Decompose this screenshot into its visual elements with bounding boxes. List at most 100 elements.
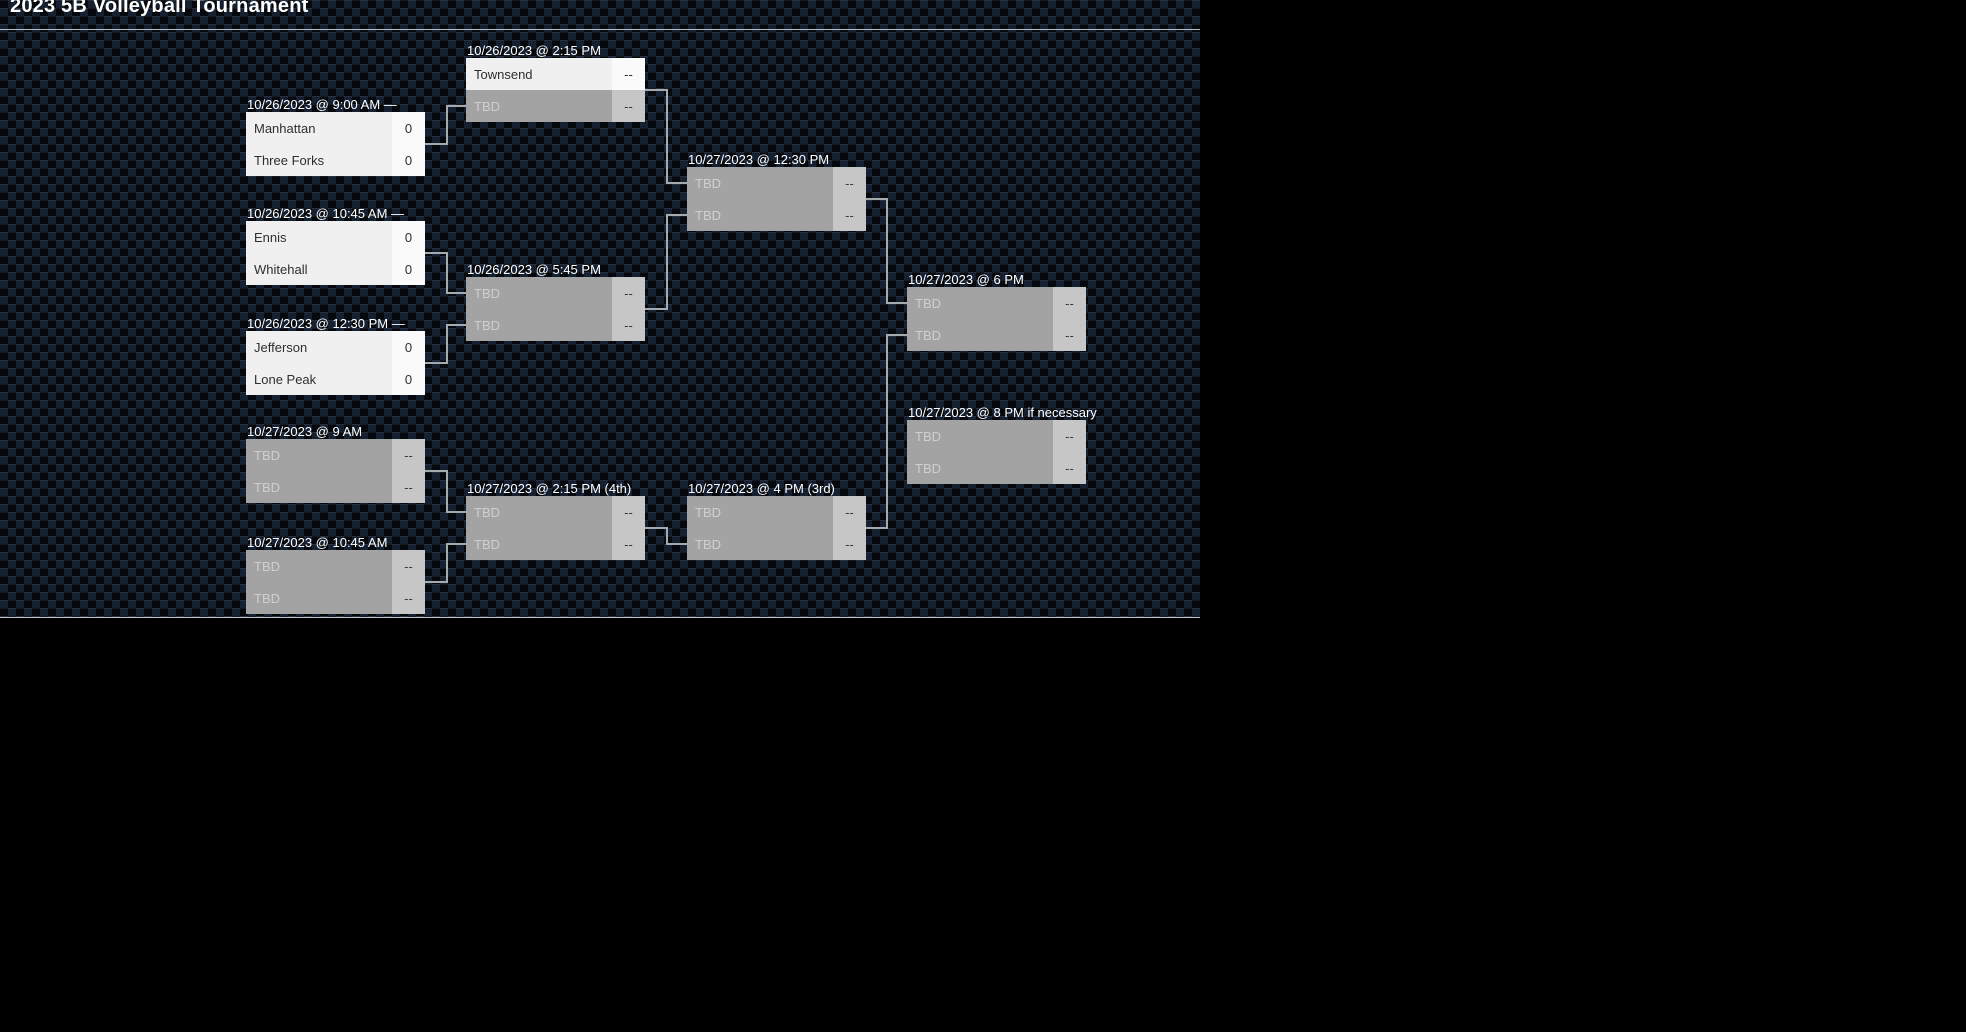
team-row: Manhattan 0: [246, 112, 425, 144]
team-row: TBD --: [907, 420, 1086, 452]
team-row: TBD --: [687, 528, 866, 560]
match-card: 10/27/2023 @ 10:45 AM TBD -- TBD --: [246, 536, 425, 614]
team-name: TBD: [907, 452, 1053, 484]
match-card: 10/27/2023 @ 4 PM (3rd) TBD -- TBD --: [687, 482, 866, 560]
team-row: Whitehall 0: [246, 253, 425, 285]
match-time-label: 10/26/2023 @ 5:45 PM: [467, 262, 601, 277]
team-row: Jefferson 0: [246, 331, 425, 363]
team-score: --: [1053, 420, 1086, 452]
team-name: TBD: [466, 528, 612, 560]
team-row: Lone Peak 0: [246, 363, 425, 395]
team-name: TBD: [246, 471, 392, 503]
team-score: 0: [392, 331, 425, 363]
team-name: TBD: [466, 309, 612, 341]
team-score: 0: [392, 144, 425, 176]
match-card: 10/27/2023 @ 12:30 PM TBD -- TBD --: [687, 153, 866, 231]
team-score: --: [612, 309, 645, 341]
team-row: TBD --: [466, 496, 645, 528]
team-score: --: [833, 199, 866, 231]
team-name: TBD: [687, 199, 833, 231]
match-box: TBD -- TBD --: [907, 420, 1086, 484]
match-box: TBD -- TBD --: [246, 550, 425, 614]
team-name: Townsend: [466, 58, 612, 90]
team-name: TBD: [466, 277, 612, 309]
match-time-label: 10/27/2023 @ 2:15 PM (4th): [467, 481, 632, 496]
match-box: Manhattan 0 Three Forks 0: [246, 112, 425, 176]
team-score: 0: [392, 253, 425, 285]
match-card: 10/26/2023 @ 2:15 PM Townsend -- TBD --: [466, 44, 645, 122]
team-name: TBD: [687, 528, 833, 560]
team-score: --: [833, 528, 866, 560]
team-score: --: [833, 496, 866, 528]
team-name: TBD: [687, 167, 833, 199]
match-time-label: 10/26/2023 @ 10:45 AM —: [247, 206, 405, 221]
team-name: Lone Peak: [246, 363, 392, 395]
match-box: TBD -- TBD --: [687, 167, 866, 231]
team-name: TBD: [246, 439, 392, 471]
team-name: TBD: [687, 496, 833, 528]
team-name: TBD: [907, 420, 1053, 452]
team-score: --: [612, 528, 645, 560]
team-score: --: [833, 167, 866, 199]
team-name: Ennis: [246, 221, 392, 253]
team-score: --: [1053, 452, 1086, 484]
team-score: --: [392, 471, 425, 503]
team-name: Three Forks: [246, 144, 392, 176]
team-row: TBD --: [246, 582, 425, 614]
match-card: 10/27/2023 @ 2:15 PM (4th) TBD -- TBD --: [466, 482, 645, 560]
match-box: Ennis 0 Whitehall 0: [246, 221, 425, 285]
team-name: TBD: [907, 287, 1053, 319]
match-card: 10/27/2023 @ 8 PM if necessary TBD -- TB…: [907, 406, 1097, 484]
team-name: TBD: [246, 550, 392, 582]
team-score: --: [392, 550, 425, 582]
team-name: Jefferson: [246, 331, 392, 363]
match-box: Jefferson 0 Lone Peak 0: [246, 331, 425, 395]
match-time-label: 10/27/2023 @ 9 AM: [247, 424, 363, 439]
tournament-bracket: 2023 5B Volleyball Tournament 10/26/2023…: [0, 0, 1200, 618]
team-row: Ennis 0: [246, 221, 425, 253]
match-time-label: 10/26/2023 @ 12:30 PM —: [247, 316, 405, 331]
page-title: 2023 5B Volleyball Tournament: [10, 0, 309, 17]
match-box: TBD -- TBD --: [246, 439, 425, 503]
match-box: TBD -- TBD --: [466, 277, 645, 341]
team-row: TBD --: [466, 90, 645, 122]
team-row: TBD --: [466, 277, 645, 309]
team-score: --: [392, 582, 425, 614]
match-card: 10/27/2023 @ 6 PM TBD -- TBD --: [907, 273, 1086, 351]
team-row: TBD --: [246, 439, 425, 471]
team-row: TBD --: [246, 550, 425, 582]
team-name: TBD: [466, 90, 612, 122]
team-row: TBD --: [246, 471, 425, 503]
match-time-label: 10/26/2023 @ 9:00 AM —: [247, 97, 397, 112]
team-row: Three Forks 0: [246, 144, 425, 176]
team-score: --: [612, 277, 645, 309]
team-score: 0: [392, 363, 425, 395]
team-row: TBD --: [687, 496, 866, 528]
match-box: Townsend -- TBD --: [466, 58, 645, 122]
team-name: TBD: [246, 582, 392, 614]
team-row: TBD --: [687, 199, 866, 231]
match-card: 10/26/2023 @ 10:45 AM — Ennis 0 Whitehal…: [246, 207, 425, 285]
match-time-label: 10/27/2023 @ 4 PM (3rd): [688, 481, 835, 496]
match-card: 10/26/2023 @ 5:45 PM TBD -- TBD --: [466, 263, 645, 341]
match-time-label: 10/26/2023 @ 2:15 PM: [467, 43, 601, 58]
match-card: 10/27/2023 @ 9 AM TBD -- TBD --: [246, 425, 425, 503]
team-score: 0: [392, 221, 425, 253]
team-score: --: [612, 58, 645, 90]
team-name: Manhattan: [246, 112, 392, 144]
team-row: TBD --: [907, 287, 1086, 319]
team-score: 0: [392, 112, 425, 144]
team-row: TBD --: [907, 452, 1086, 484]
team-row: Townsend --: [466, 58, 645, 90]
title-divider: [0, 29, 1200, 30]
match-box: TBD -- TBD --: [907, 287, 1086, 351]
team-score: --: [612, 90, 645, 122]
match-time-label: 10/27/2023 @ 12:30 PM: [688, 152, 830, 167]
match-box: TBD -- TBD --: [466, 496, 645, 560]
team-score: --: [1053, 287, 1086, 319]
team-name: Whitehall: [246, 253, 392, 285]
team-row: TBD --: [687, 167, 866, 199]
match-time-label: 10/27/2023 @ 10:45 AM: [247, 535, 388, 550]
team-score: --: [612, 496, 645, 528]
team-row: TBD --: [907, 319, 1086, 351]
